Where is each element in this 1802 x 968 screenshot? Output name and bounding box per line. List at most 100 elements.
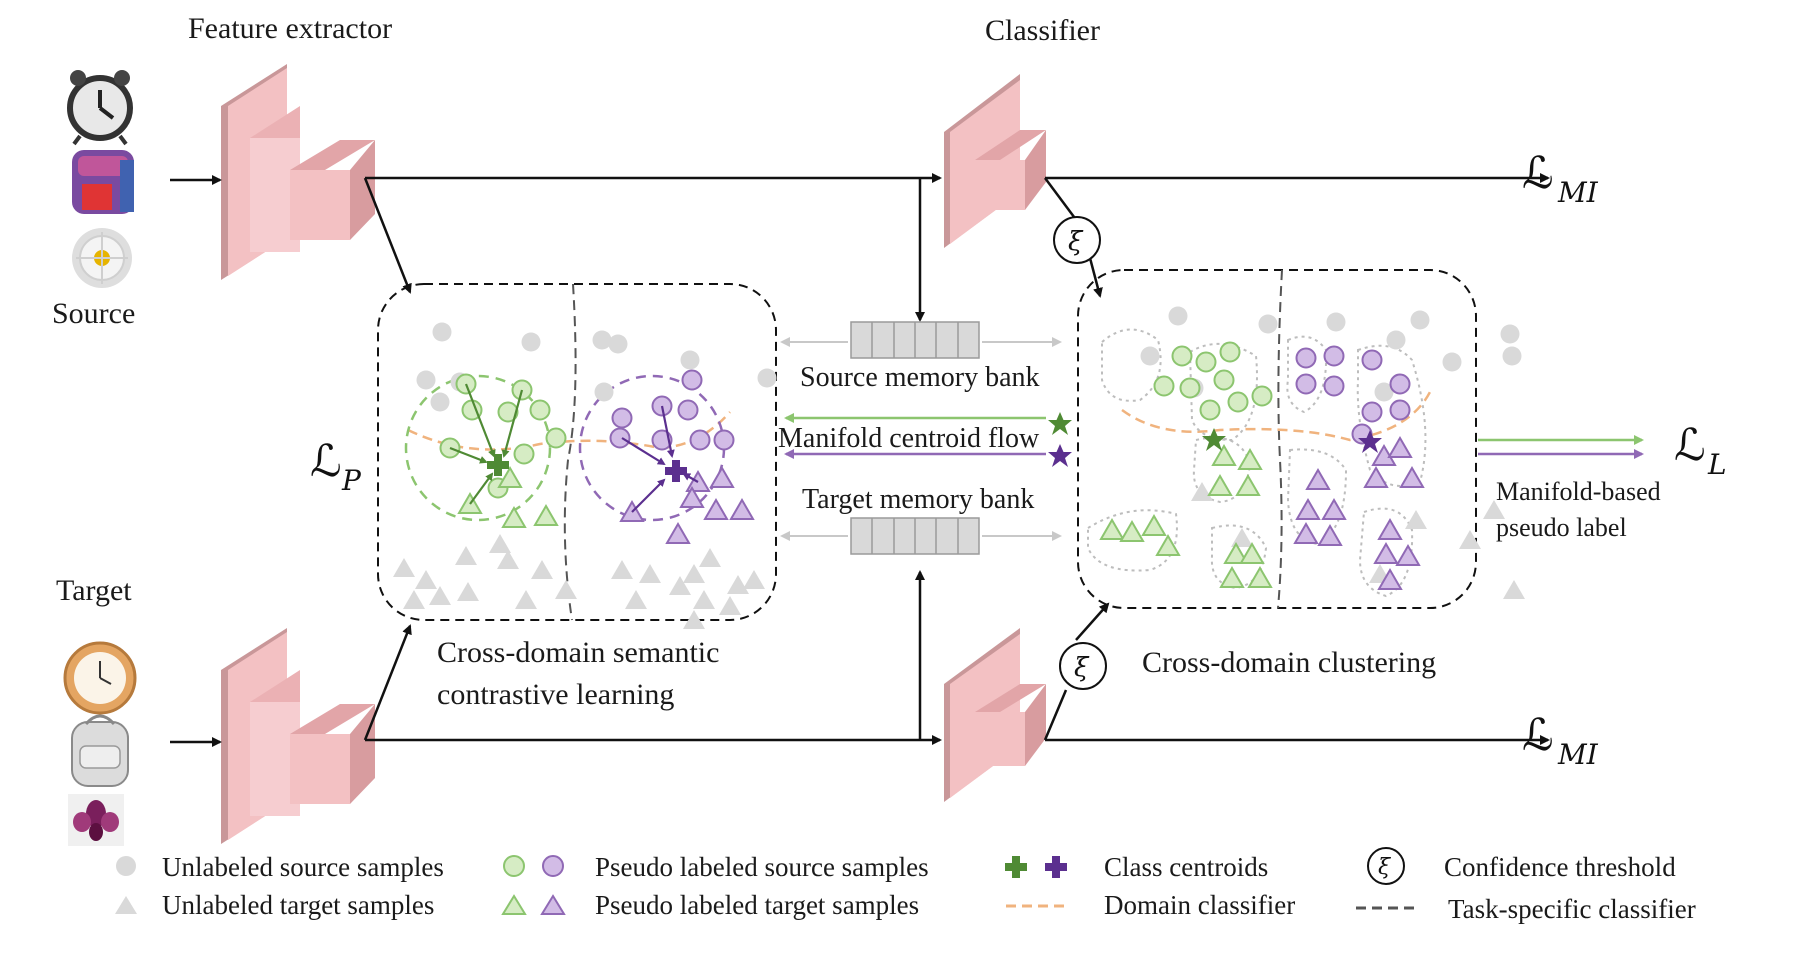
- pseudo-target-sample: [1395, 544, 1421, 566]
- unlabeled-target-sample: [727, 575, 749, 594]
- pseudo-target-sample: [703, 498, 729, 520]
- pseudo-source-sample: [1295, 373, 1317, 395]
- contrastive-samples: [393, 322, 777, 629]
- source-images: [67, 70, 134, 288]
- pseudo-source-sample: [1361, 401, 1383, 423]
- pseudo-target-sample: [1155, 534, 1181, 556]
- pseudo-source-sample: [529, 399, 551, 421]
- pseudo-target-sample: [729, 498, 755, 520]
- pseudo-target-sample: [1237, 448, 1263, 470]
- unlabeled-target-sample: [1405, 510, 1427, 529]
- legend-xi-circle: [1367, 847, 1405, 885]
- svg-text:P: P: [341, 464, 362, 497]
- unlabeled-source-sample: [1410, 310, 1430, 330]
- unlabeled-target-sample: [489, 534, 511, 553]
- classifier-source: [944, 74, 1046, 248]
- pseudo-target-sample: [1141, 514, 1167, 536]
- pseudo-source-sample: [1171, 345, 1193, 367]
- flow-arrows: [170, 173, 1550, 747]
- pseudo-target-sample: [1295, 498, 1321, 520]
- pseudo-source-sample: [1195, 351, 1217, 373]
- centroid-pull-arrow: [682, 473, 699, 483]
- unlabeled-source-sample: [680, 350, 700, 370]
- pseudo-source-sample: [513, 443, 535, 465]
- pseudo-target-sample: [1293, 522, 1319, 544]
- unlabeled-target-sample: [1503, 580, 1525, 599]
- source-memory-bank-label: Source memory bank: [800, 362, 1040, 393]
- manifold-centroid-flow-label: Manifold centroid flow: [778, 423, 1040, 454]
- unlabeled-target-sample: [429, 586, 451, 605]
- legend-domain-classifier: Domain classifier: [1104, 890, 1295, 920]
- centroid-pull-arrow: [469, 472, 494, 505]
- pseudo-target-sample: [1387, 436, 1413, 458]
- legend-gray-circle: [116, 856, 136, 876]
- unlabeled-source-sample: [416, 370, 436, 390]
- legend-green-circle: [503, 855, 525, 877]
- white-backpack-icon: [71, 714, 129, 787]
- pseudo-source-sample: [1219, 341, 1241, 363]
- unlabeled-target-sample: [497, 550, 519, 569]
- pseudo-target-sample: [1321, 498, 1347, 520]
- svg-text:L: L: [1707, 448, 1727, 481]
- pseudo-target-sample: [1099, 518, 1125, 540]
- pseudo-source-sample: [713, 429, 735, 451]
- unlabeled-target-sample: [455, 546, 477, 565]
- unlabeled-target-sample: [403, 590, 425, 609]
- unlabeled-target-sample: [531, 560, 553, 579]
- pseudo-target-sample: [1239, 542, 1265, 564]
- xi-symbol: ξ: [1068, 227, 1084, 257]
- unlabeled-source-sample: [608, 334, 628, 354]
- legend-unlabeled-target: Unlabeled target samples: [162, 890, 434, 920]
- pseudo-target-sample: [1207, 474, 1233, 496]
- pseudo-source-sample: [677, 399, 699, 421]
- unlabeled-target-sample: [693, 590, 715, 609]
- unlabeled-target-sample: [699, 548, 721, 567]
- legend-pseudo-source: Pseudo labeled source samples: [595, 852, 929, 882]
- xi-symbol: ξ: [1378, 855, 1392, 880]
- class-centroid-purple-icon: [665, 460, 687, 482]
- unlabeled-source-sample: [594, 382, 614, 402]
- unlabeled-target-sample: [555, 580, 577, 599]
- daisy-icon: [72, 228, 132, 288]
- unlabeled-target-sample: [515, 590, 537, 609]
- legend-purple-triangle: [540, 894, 566, 915]
- pseudo-source-sample: [545, 427, 567, 449]
- pseudo-source-sample: [1213, 369, 1235, 391]
- pseudo-target-sample: [497, 466, 523, 488]
- contrastive-panel: [377, 283, 777, 629]
- pseudo-source-sample: [689, 429, 711, 451]
- legend-task-classifier: Task-specific classifier: [1448, 894, 1696, 924]
- unlabeled-source-sample: [430, 392, 450, 412]
- legend: Unlabeled source samples Unlabeled targe…: [115, 847, 1696, 924]
- pseudo-target-sample: [1373, 542, 1399, 564]
- loss-p: ℒ P: [310, 436, 362, 497]
- centroid-pull-arrow: [660, 405, 675, 458]
- centroid-pull-arrow: [464, 383, 496, 458]
- svg-text:ℒ: ℒ: [1522, 710, 1554, 761]
- pseudo-source-sample: [1179, 377, 1201, 399]
- unlabeled-source-sample: [1140, 346, 1160, 366]
- legend-unlabeled-source: Unlabeled source samples: [162, 852, 444, 882]
- unlabeled-target-sample: [415, 570, 437, 589]
- pseudo-source-sample: [681, 369, 703, 391]
- pseudo-target-sample: [1247, 566, 1273, 588]
- pseudo-target-sample: [679, 486, 705, 508]
- legend-green-plus-icon: [1005, 856, 1027, 878]
- pseudo-target-sample: [1363, 466, 1389, 488]
- loss-mi-bottom: ℒ MI: [1522, 710, 1599, 771]
- centroid-pull-arrow: [631, 478, 666, 513]
- pseudo-source-sample: [609, 427, 631, 449]
- unlabeled-source-sample: [1386, 330, 1406, 350]
- unlabeled-source-sample: [1374, 382, 1394, 402]
- unlabeled-target-sample: [1231, 528, 1253, 547]
- svg-text:MI: MI: [1557, 176, 1599, 209]
- unlabeled-source-sample: [592, 330, 612, 350]
- clustering-samples: [1099, 306, 1525, 599]
- unlabeled-source-sample: [757, 368, 777, 388]
- manifold-centroid-flow: [784, 413, 1046, 459]
- unlabeled-target-sample: [683, 564, 705, 583]
- alarm-clock-icon: [67, 70, 133, 146]
- target-label: Target: [56, 574, 132, 607]
- pseudo-source-sample: [1389, 373, 1411, 395]
